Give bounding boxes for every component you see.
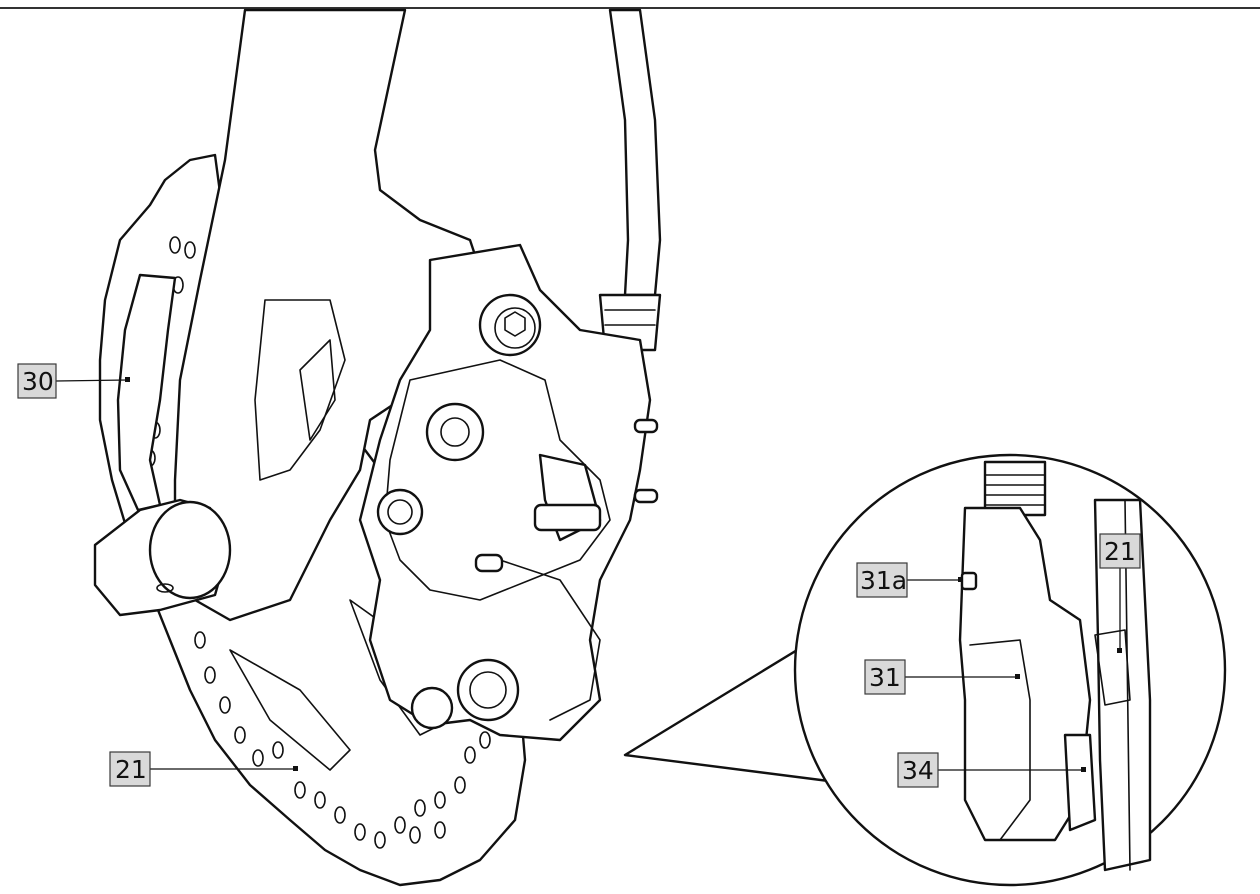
callout-21-main: 21 — [109, 751, 298, 787]
callout-30-label: 30 — [22, 367, 54, 396]
callout-34-label: 34 — [902, 756, 934, 785]
callout-21-detail-label: 21 — [1104, 537, 1136, 566]
fork-leg-icon — [173, 8, 482, 622]
callout-30: 30 — [17, 363, 130, 399]
callout-21-main-label: 21 — [115, 755, 147, 784]
callout-31: 31 — [864, 659, 1020, 695]
callout-34: 34 — [897, 752, 1086, 788]
axle-clamp-icon — [93, 273, 232, 617]
callout-31-label: 31 — [869, 663, 901, 692]
callout-31a: 31a — [856, 562, 963, 598]
detail-magnifier — [623, 453, 1227, 887]
brake-caliper-icon — [358, 243, 659, 742]
brake-line-icon — [598, 8, 662, 352]
callout-31a-label: 31a — [860, 566, 907, 595]
callout-21-detail: 21 — [1099, 533, 1141, 653]
